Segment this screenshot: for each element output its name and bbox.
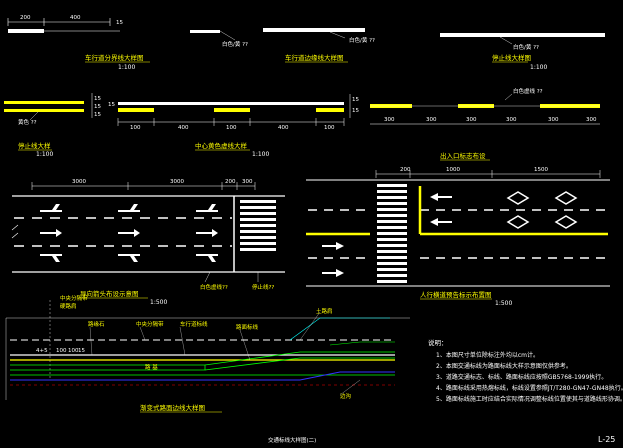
vert-dim: 15: [94, 104, 101, 110]
dim-label: 3000: [72, 179, 86, 185]
cross-section-detail: 4+5 100 100 15 路缘石 中央分隔带 车行道标线 路面标线 土路肩 …: [5, 294, 410, 413]
crosswalk-zebra: [377, 184, 407, 283]
callout-label: 白色虚线??: [200, 283, 228, 291]
sheet-title: 交通标线大样图(二): [268, 436, 316, 444]
callout-label: 土路肩: [316, 307, 333, 315]
callout-label: 白色/黄 ??: [349, 36, 375, 44]
direction-arrow: [322, 193, 452, 277]
edge-line-short: [190, 30, 220, 33]
dim-label: 1000: [446, 167, 460, 173]
turn-arrow-plan: 3000 3000 200 300 白色虚线: [11, 179, 285, 306]
end-mark: 15: [116, 20, 123, 26]
note-line: 5、路面标线施工时应结合实际情况调整标线位置使其与道路线形协调。: [436, 395, 623, 403]
callout-label: 车行道标线: [180, 320, 208, 328]
turn-arrow: [40, 204, 218, 262]
dim-label: 400: [70, 15, 81, 21]
dim-label: 300: [586, 117, 597, 123]
scale-label: 1:100: [530, 64, 547, 71]
detail-title: 车行道边缘线大样图: [285, 53, 344, 62]
dim-label: 4+5: [36, 348, 48, 354]
scale-label: 1:500: [150, 299, 167, 306]
vert-dim: 15: [352, 108, 359, 114]
dim-label: 100: [226, 125, 237, 131]
stop-line-bar: [440, 33, 605, 37]
vert-dim: 15: [94, 112, 101, 118]
center-dashed-detail: 15 100 400 100 400 100 15 15 中心黄色虚线大样 1:…: [108, 94, 359, 158]
callout-label: 中央分隔带: [136, 320, 164, 328]
dim-label: 300: [384, 117, 395, 123]
vert-dim: 15: [352, 97, 359, 103]
edge-line-long: [263, 28, 365, 32]
note-line: 4、路面标线采用热熔标线，标线设置参照JT/T280-GN47-GN48执行。: [436, 384, 623, 392]
sheet-number: L-25: [598, 435, 615, 444]
dim-label: 200: [20, 15, 31, 21]
note-line: 2、本图交通标线为路面标线大样示意图仅供参考。: [436, 362, 572, 370]
scale-label: 1:100: [252, 151, 269, 158]
callout-label: 硬路肩: [60, 302, 77, 310]
dim-label: 100: [56, 348, 67, 354]
callout-label: 路缘石: [88, 320, 105, 328]
dim-label: 400: [178, 125, 189, 131]
note-line: 3、道路交通标志、标线、路面标线应按照GB5768-1999执行。: [436, 373, 607, 381]
callout-label: 停止线??: [252, 283, 274, 291]
detail-title: 导向箭头布设示意图: [80, 289, 139, 298]
scale-label: 1:100: [118, 64, 135, 71]
dim-label: 200: [225, 179, 236, 185]
left-mark: 15: [108, 102, 115, 108]
dim-label: 100: [68, 348, 79, 354]
crosswalk-plan: 出入口标志布设 200 1000 1500: [306, 151, 610, 307]
dim-label: 200: [400, 167, 411, 173]
detail-title: 停止线大样图: [492, 53, 531, 62]
scale-label: 1:500: [495, 300, 512, 307]
dim-label: 300: [506, 117, 517, 123]
callout-label: 路面标线: [236, 323, 259, 331]
notes-heading: 说明：: [428, 338, 448, 347]
yellow-stop-line-detail: 15 15 15 黄色 ?? 停止线大样 1:100: [4, 93, 101, 158]
vert-dim: 15: [94, 96, 101, 102]
notes-block: 说明： 1、本图尺寸单位除标注外均以cm计。 2、本图交通标线为路面标线大样示意…: [428, 338, 623, 403]
lane-divider-detail: 200 400 15 车行道分界线大样图 1:100: [7, 15, 150, 71]
dim-label: 3000: [170, 179, 184, 185]
scale-label: 1:100: [36, 151, 53, 158]
callout-label: 白色虚线 ??: [513, 87, 543, 95]
dim-label: 300: [466, 117, 477, 123]
edge-line-detail: 白色/黄 ?? 白色/黄 ?? 车行道边缘线大样图: [190, 28, 375, 63]
detail-title: 出入口标志布设: [440, 151, 486, 160]
dim-label: 400: [278, 125, 289, 131]
dim-label: 100: [324, 125, 335, 131]
dim-label: 300: [548, 117, 559, 123]
dim-label: 300: [242, 179, 253, 185]
detail-title: 渐变式路面边线大样图: [140, 403, 205, 412]
callout-label: 中央分隔带: [60, 294, 88, 302]
stop-line-detail: 白色/黄 ?? 停止线大样图 1:100: [440, 33, 605, 71]
callout-label: 边沟: [340, 392, 352, 400]
callout-label: 白色/黄 ??: [513, 43, 539, 51]
note-line: 1、本图尺寸单位除标注外均以cm计。: [436, 351, 539, 359]
dim-label: 1500: [534, 167, 548, 173]
detail-title: 车行道分界线大样图: [85, 53, 144, 62]
dim-label: 100: [130, 125, 141, 131]
detail-title: 停止线大样: [18, 141, 51, 150]
diamond-marking: [506, 191, 578, 229]
dim-label: 15: [78, 348, 85, 354]
callout-label: 黄色 ??: [18, 118, 37, 126]
center-label: 路 基: [145, 363, 158, 371]
detail-title: 中心黄色虚线大样: [195, 141, 248, 150]
white-dashed-detail: 白色虚线 ?? 300 300 300 300 300 300: [370, 87, 600, 125]
lane-marking-segment: [8, 29, 44, 33]
dim-label: 300: [426, 117, 437, 123]
detail-title: 人行横道预告标示布置图: [420, 290, 492, 299]
callout-label: 白色/黄 ??: [222, 40, 248, 48]
